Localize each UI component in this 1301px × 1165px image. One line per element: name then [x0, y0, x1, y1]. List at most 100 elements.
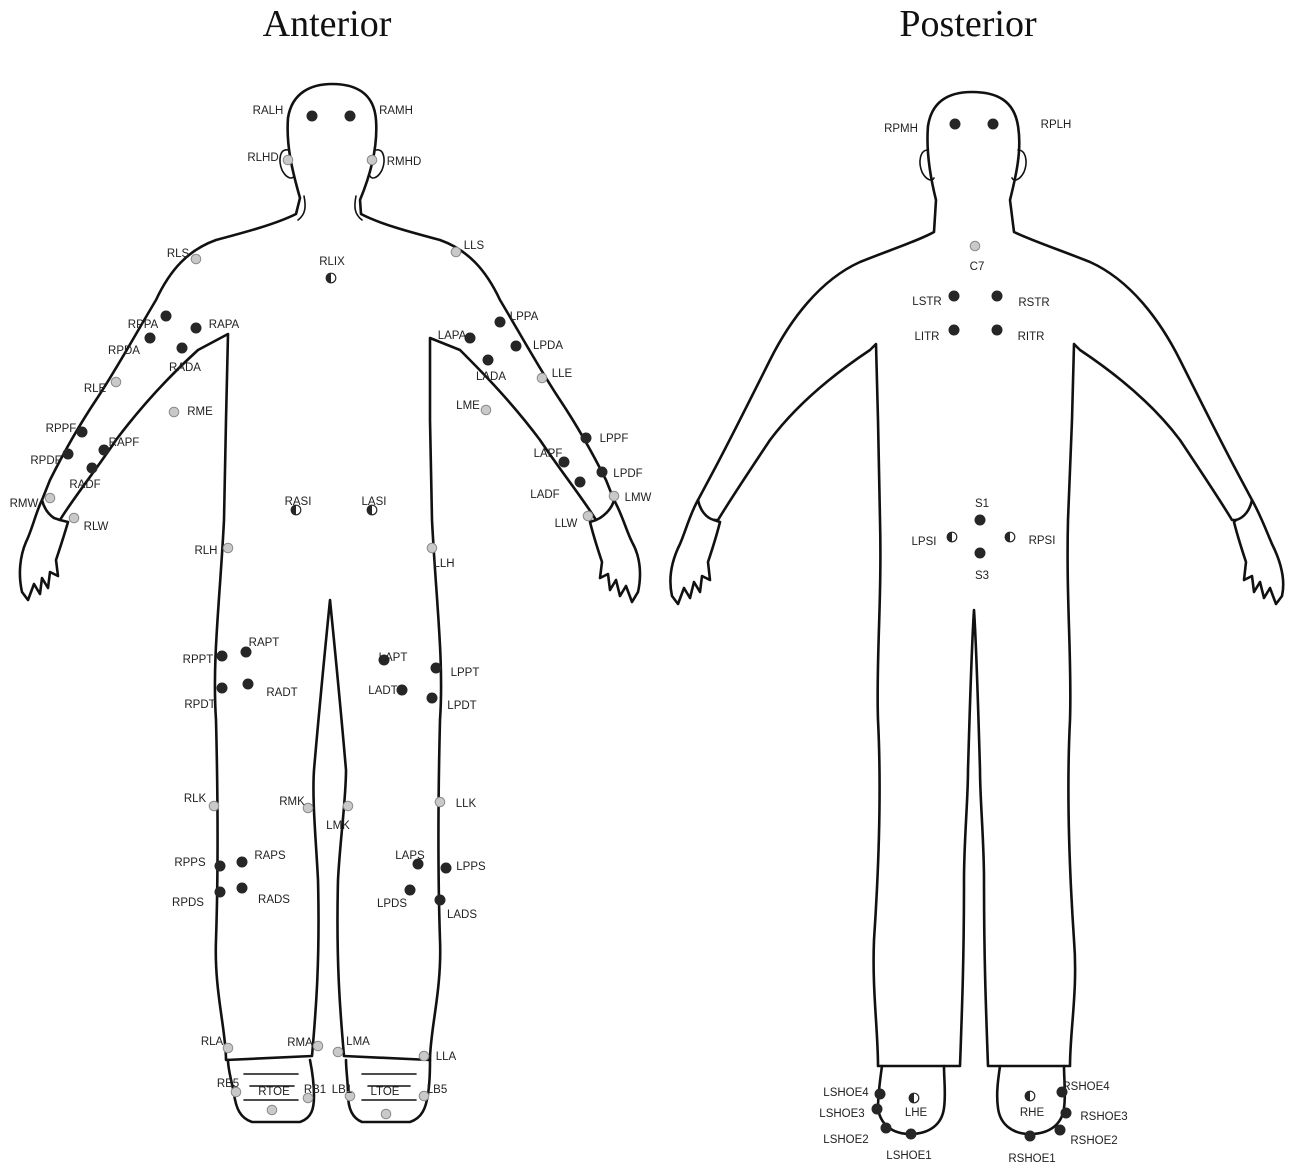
marker-dot: [169, 407, 179, 417]
marker-label: RLK: [184, 793, 207, 805]
marker-rppa: RPPA: [128, 311, 171, 331]
marker-lppf: LPPF: [581, 433, 628, 445]
marker-rmk: RMK: [279, 796, 313, 813]
marker-label: LMW: [625, 492, 652, 504]
marker-rada: RADA: [169, 343, 201, 374]
marker-label: LPDT: [447, 700, 476, 712]
marker-dot: [1061, 1108, 1071, 1118]
marker-label: RTOE: [258, 1086, 290, 1098]
marker-lme: LME: [456, 400, 491, 415]
marker-rmhd: RMHD: [367, 155, 421, 168]
marker-label: RADT: [266, 687, 297, 699]
marker-label: RADS: [258, 894, 290, 906]
marker-label: RALH: [253, 105, 284, 117]
marker-lshoe2: LSHOE2: [823, 1123, 891, 1146]
marker-dot: [217, 651, 227, 661]
marker-rlh: RLH: [194, 543, 232, 557]
marker-label: LPPF: [600, 433, 629, 445]
marker-label: LLK: [456, 798, 477, 810]
marker-label: LSHOE2: [823, 1134, 868, 1146]
marker-label: RLA: [201, 1036, 224, 1048]
marker-dot: [405, 885, 415, 895]
marker-label: RPLH: [1041, 119, 1072, 131]
marker-label: RMHD: [387, 156, 422, 168]
marker-rshoe4: RSHOE4: [1057, 1081, 1110, 1097]
marker-label: RADA: [169, 362, 201, 374]
marker-lhe: LHE: [905, 1093, 928, 1119]
marker-rshoe3: RSHOE3: [1061, 1108, 1128, 1123]
marker-label: LMK: [326, 820, 350, 832]
marker-label: LAPF: [534, 448, 563, 460]
marker-dot: [177, 343, 187, 353]
marker-label: LASI: [362, 496, 387, 508]
marker-lads: LADS: [435, 895, 477, 921]
marker-dot: [881, 1123, 891, 1133]
marker-llk: LLK: [435, 797, 476, 810]
marker-label: RPMH: [884, 123, 918, 135]
marker-label: RPSI: [1029, 535, 1056, 547]
posterior-hand-right: [1234, 500, 1283, 604]
marker-dot: [63, 449, 73, 459]
marker-dot: [581, 433, 591, 443]
marker-dot: [435, 895, 445, 905]
marker-label: LPPT: [451, 667, 480, 679]
marker-label: RB1: [304, 1084, 326, 1096]
marker-rb5: RB5: [217, 1078, 241, 1097]
marker-rshoe2: RSHOE2: [1055, 1125, 1118, 1147]
marker-lstr: LSTR: [912, 291, 959, 308]
marker-lppa: LPPA: [495, 311, 539, 327]
marker-lb5: LB5: [419, 1084, 447, 1101]
marker-label: RLE: [84, 383, 107, 395]
marker-label: LHE: [905, 1107, 928, 1119]
marker-dot: [215, 861, 225, 871]
marker-ladf: LADF: [530, 477, 585, 501]
marker-dot: [427, 693, 437, 703]
marker-dot: [441, 863, 451, 873]
marker-label: RME: [187, 406, 213, 418]
marker-label: RHE: [1020, 1107, 1045, 1119]
marker-dot: [223, 1043, 233, 1053]
marker-dot: [243, 679, 253, 689]
marker-rpdf: RPDF: [30, 449, 73, 467]
marker-label: RLHD: [247, 152, 278, 164]
marker-lshoe4: LSHOE4: [823, 1087, 885, 1099]
marker-dot: [950, 119, 960, 129]
marker-dot: [333, 1047, 343, 1057]
marker-dot: [481, 405, 491, 415]
marker-dot: [77, 427, 87, 437]
marker-dot: [575, 477, 585, 487]
marker-label: LAPT: [379, 652, 408, 664]
marker-lshoe1: LSHOE1: [886, 1129, 931, 1162]
marker-label: RSHOE2: [1070, 1135, 1117, 1147]
marker-lpsi: LPSI: [912, 532, 957, 548]
marker-label: RMW: [10, 498, 39, 510]
anterior-hand-right: [20, 500, 68, 600]
marker-ramh: RAMH: [345, 105, 413, 121]
marker-dot: [343, 801, 353, 811]
marker-dot: [906, 1129, 916, 1139]
marker-dot: [609, 491, 619, 501]
marker-dot: [975, 548, 985, 558]
marker-dot: [435, 797, 445, 807]
marker-rle: RLE: [84, 377, 121, 395]
marker-lapa: LAPA: [438, 330, 475, 343]
marker-dot: [217, 683, 227, 693]
marker-label: RAPS: [254, 850, 286, 862]
marker-label: S3: [975, 570, 989, 582]
anterior-figure: [20, 84, 640, 1122]
anterior-neck: [298, 196, 362, 220]
marker-rshoe1: RSHOE1: [1008, 1131, 1055, 1165]
marker-label: LLW: [555, 518, 578, 530]
title-posterior: Posterior: [899, 3, 1037, 45]
marker-rpda: RPDA: [108, 333, 155, 357]
marker-rmw: RMW: [10, 493, 55, 510]
marker-label: S1: [975, 498, 989, 510]
marker-label: RSHOE1: [1008, 1153, 1055, 1165]
marker-dot: [111, 377, 121, 387]
marker-lapt: LAPT: [379, 652, 408, 665]
marker-dot: [975, 515, 985, 525]
marker-s3: S3: [975, 548, 989, 582]
marker-rla: RLA: [201, 1036, 233, 1053]
marker-dot: [419, 1051, 429, 1061]
